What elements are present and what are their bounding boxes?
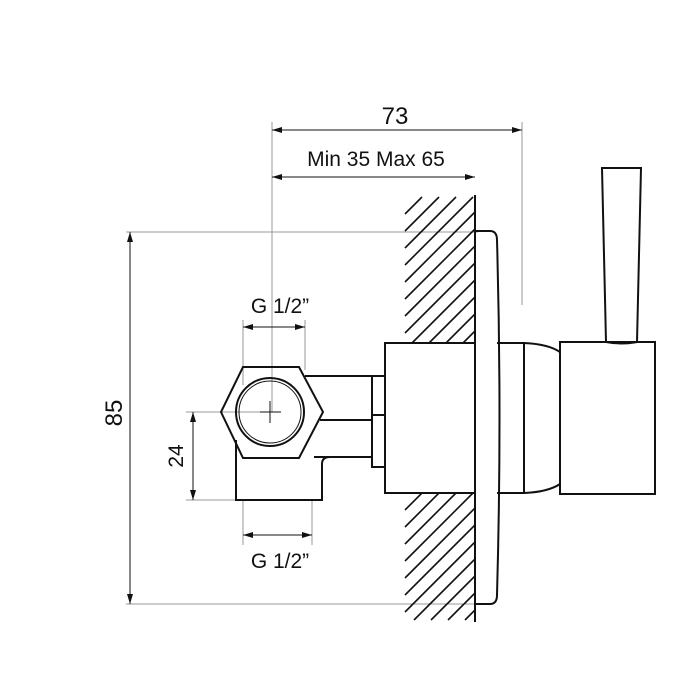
- hatch-line: [430, 575, 476, 621]
- lever-handle: [600, 167, 643, 345]
- wall-hatch-lower: [404, 492, 476, 621]
- hatch-line: [404, 524, 476, 596]
- thread-top-label: G 1/2”: [251, 295, 309, 318]
- hatch-line: [404, 492, 423, 511]
- hatch-line: [447, 592, 476, 621]
- hatch-line: [413, 558, 476, 621]
- hatch-line: [404, 196, 423, 215]
- hatch-line: [404, 507, 476, 579]
- thread-bottom-label: G 1/2”: [251, 550, 309, 573]
- hatch-line: [411, 279, 476, 344]
- extension-lines: [126, 122, 523, 605]
- hatch-line: [404, 492, 474, 562]
- hatch-line: [404, 492, 457, 545]
- hatch-line: [404, 211, 476, 283]
- hatch-line: [445, 313, 476, 344]
- inlet-fitting: [219, 366, 385, 501]
- hatch-line: [404, 228, 476, 300]
- hatch-line: [428, 296, 476, 344]
- dim-73-label: 73: [382, 103, 409, 130]
- hatch-line: [404, 262, 476, 334]
- dim-wall-label: Min 35 Max 65: [307, 148, 445, 171]
- hatch-line: [404, 492, 440, 528]
- hatch-line: [404, 245, 476, 317]
- valve-body: [384, 167, 656, 605]
- wall-hatch-upper: [404, 196, 476, 344]
- hatch-line: [404, 541, 476, 613]
- dimension-lines: [127, 127, 522, 604]
- hatch-line: [462, 330, 476, 344]
- dim-24-label: 24: [165, 444, 188, 468]
- hatch-line: [404, 196, 474, 266]
- dim-85-label: 85: [101, 400, 128, 427]
- hatch-line: [404, 196, 440, 232]
- hatch-line: [404, 196, 457, 249]
- wall-hatch: [404, 195, 476, 622]
- hatch-line: [464, 609, 476, 621]
